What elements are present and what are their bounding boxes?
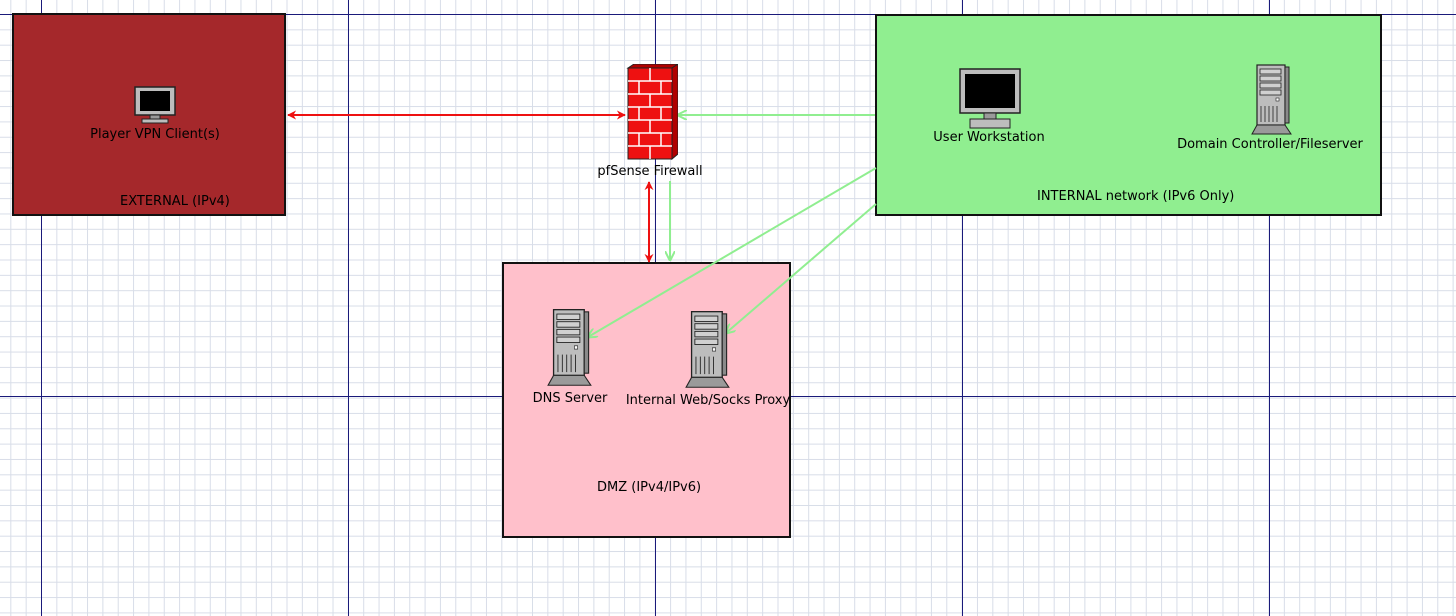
firewall-icon [626, 63, 680, 161]
firewall-label: pfSense Firewall [597, 164, 703, 179]
monitor-icon [959, 68, 1021, 129]
domain-controller-node[interactable] [1251, 64, 1293, 136]
dmz-zone-label: DMZ (IPv4/IPv6) [597, 480, 702, 495]
firewall-node[interactable] [626, 63, 680, 161]
internal-zone-label: INTERNAL network (IPv6 Only) [1037, 189, 1235, 204]
workstation-label: User Workstation [933, 130, 1045, 145]
domain-controller-label: Domain Controller/Fileserver [1177, 137, 1363, 152]
vpn-client-label: Player VPN Client(s) [90, 127, 220, 142]
external-zone[interactable]: EXTERNAL (IPv4) [12, 13, 286, 216]
server-icon [685, 311, 730, 388]
workstation-node[interactable] [958, 68, 1022, 130]
link-internal-proxy[interactable] [726, 203, 877, 333]
dns-server-label: DNS Server [532, 391, 608, 406]
dns-server-node[interactable] [547, 305, 593, 391]
vpn-client-node[interactable] [133, 86, 177, 124]
server-icon [1251, 64, 1292, 135]
dmz-zone[interactable]: DMZ (IPv4/IPv6) [502, 262, 791, 538]
proxy-node[interactable] [685, 307, 731, 393]
monitor-icon [134, 86, 176, 124]
link-internal-dns[interactable] [588, 167, 877, 337]
proxy-label: Internal Web/Socks Proxy [625, 393, 791, 408]
server-icon [547, 309, 592, 386]
internal-zone[interactable]: INTERNAL network (IPv6 Only) [875, 14, 1382, 216]
external-zone-label: EXTERNAL (IPv4) [120, 194, 230, 209]
